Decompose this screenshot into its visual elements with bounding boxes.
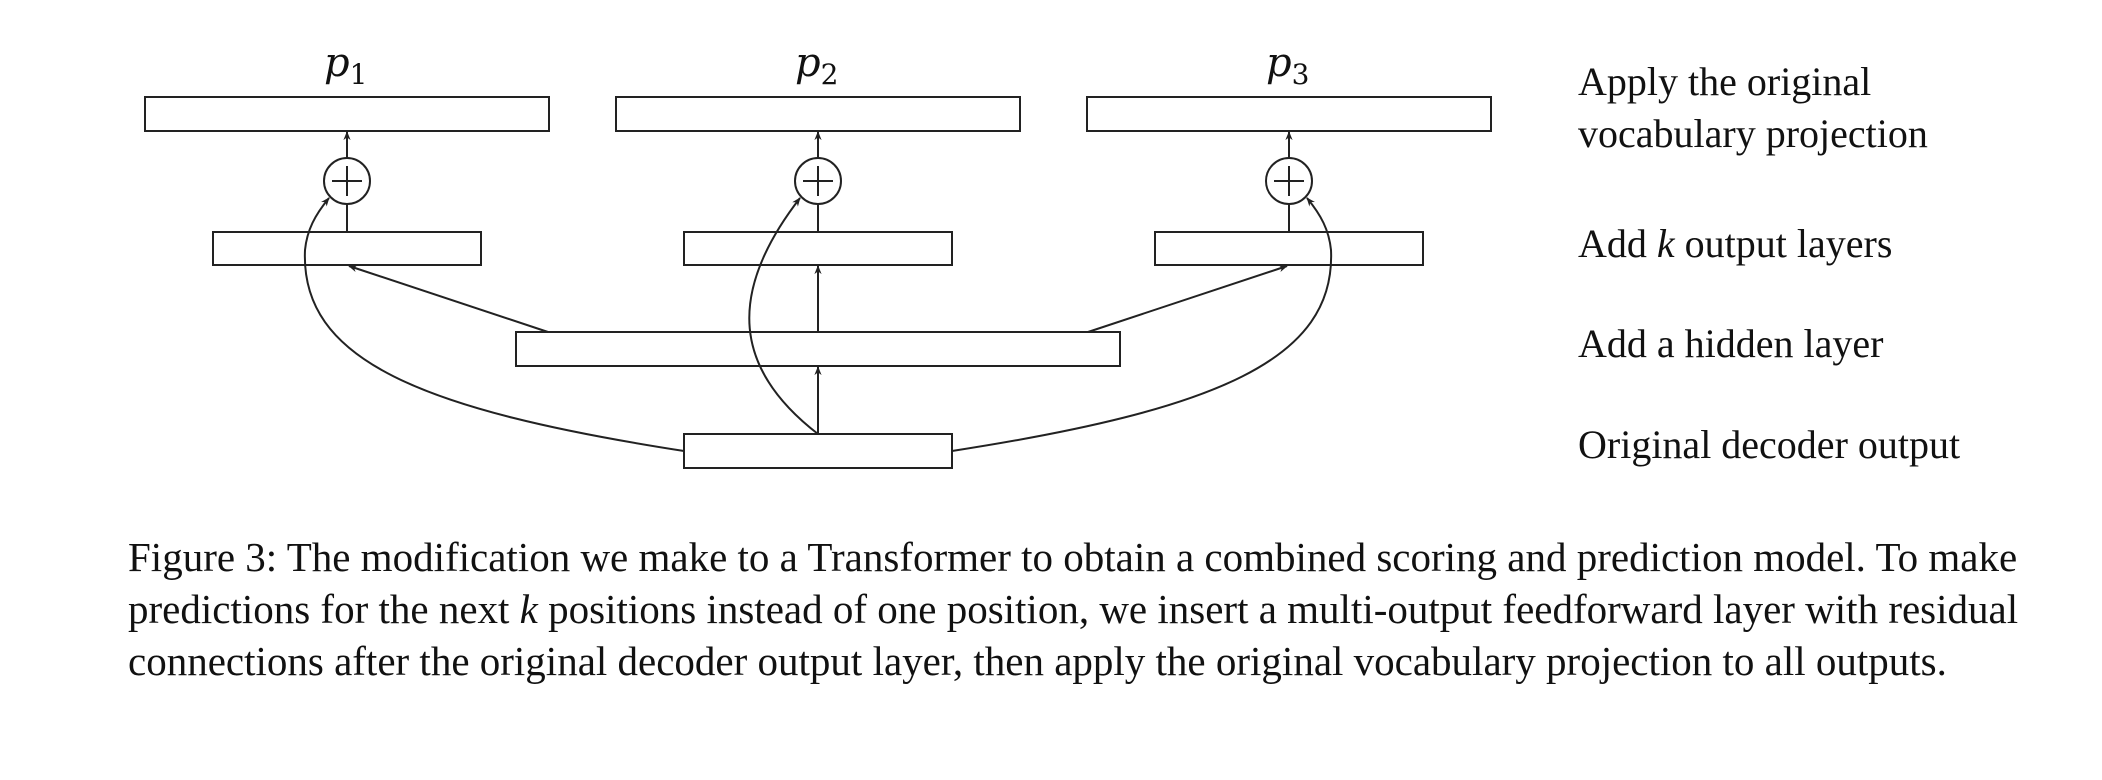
label-hidden-layer: Add a hidden layer (1578, 321, 1884, 366)
vocab-projection-box-2 (615, 96, 1021, 132)
residual-add-node-3 (1265, 157, 1313, 205)
output-label-p1: p1 (324, 40, 367, 91)
output-layer-box-1 (212, 231, 482, 266)
label-projection: Apply the original vocabulary projection (1578, 59, 1928, 156)
residual-add-node-2 (794, 157, 842, 205)
output-layer-box-2 (683, 231, 953, 266)
arrow-hidden-to-output-1 (348, 265, 549, 333)
architecture-diagram: p1 p2 p3 (144, 40, 1492, 469)
vocab-projection-box-1 (144, 96, 550, 132)
decoder-output-box (683, 433, 953, 469)
arrow-hidden-to-output-3 (1087, 265, 1288, 333)
figure-caption: Figure 3: The modification we make to a … (128, 534, 2019, 684)
output-layer-box-3 (1154, 231, 1424, 266)
hidden-layer-box (515, 331, 1121, 367)
residual-curve-1 (303, 197, 685, 452)
output-label-p2: p2 (795, 40, 838, 91)
residual-curve-2 (748, 197, 819, 435)
residual-add-node-1 (323, 157, 371, 205)
vocab-projection-box-3 (1086, 96, 1492, 132)
label-output-layers: Add k output layers (1578, 221, 1893, 266)
label-decoder-output: Original decoder output (1578, 422, 1961, 467)
residual-curve-3 (951, 197, 1333, 452)
output-label-p3: p3 (1266, 40, 1309, 91)
